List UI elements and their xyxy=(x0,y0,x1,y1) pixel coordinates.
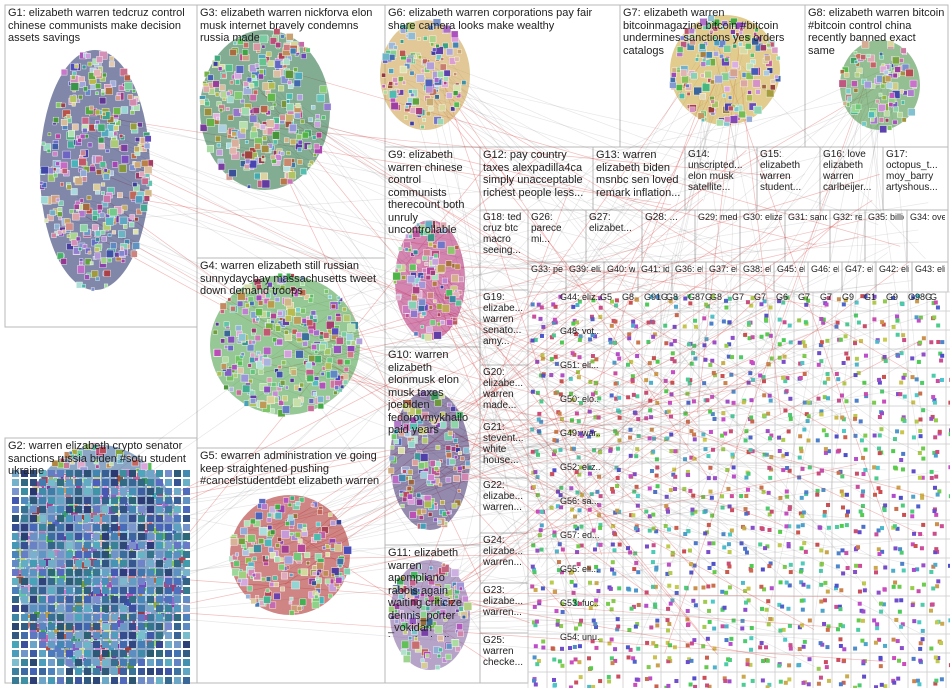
cluster-g2 xyxy=(15,442,188,675)
group-label-g2: G2: warren elizabeth crypto senator sanc… xyxy=(8,440,186,477)
group-label-g37: G37: eliza... xyxy=(709,264,737,274)
small-group-label: G98G xyxy=(908,292,933,302)
group-label-g1: G1: elizabeth warren tedcruz control chi… xyxy=(8,7,185,44)
group-label-g38: G38: eliza... xyxy=(743,264,771,274)
cluster-g3 xyxy=(199,28,332,190)
small-group-label: G51: eli... ho... xyxy=(560,360,600,370)
small-group-label: G8 xyxy=(710,292,723,302)
group-label-g42: G42: eliza... xyxy=(879,264,909,274)
small-group-label: G54: unu... xyxy=(560,632,600,642)
small-group-label: G57: ed... xyxy=(560,530,600,540)
group-label-g40: G40: warr... xyxy=(607,264,635,274)
group-label-g39: G39: eliza... xyxy=(569,264,601,274)
cluster-g7 xyxy=(669,14,781,127)
small-groups-grid xyxy=(527,291,950,688)
small-group-label: G7 xyxy=(798,292,811,302)
group-label-g22: G22: elizabe... warren... xyxy=(483,480,524,513)
group-label-g10: G10: warren elizabeth elonmusk elon musk… xyxy=(388,349,469,436)
cluster-g6 xyxy=(380,18,470,130)
small-group-label: G52: eliz... xyxy=(560,462,600,472)
group-label-g3: G3: elizabeth warren nickforva elon musk… xyxy=(200,7,373,44)
cluster-g11 xyxy=(388,560,473,670)
group-label-g8: G8: elizabeth warren bitcoin #bitcoin co… xyxy=(808,7,945,57)
group-label-g11: G11: elizabeth warren apompliano rabois … xyxy=(388,547,462,637)
group-label-g24: G24: elizabe... warren... xyxy=(483,535,524,568)
group-label-g47: G47: eliza... xyxy=(845,264,873,274)
group-label-g45: G45: eliza... xyxy=(777,264,805,274)
group-label-g46: G46: eliza... xyxy=(811,264,839,274)
group-label-g14: G14: unscripted... elon musk satellite..… xyxy=(688,149,743,193)
small-group-label: G9 xyxy=(842,292,855,302)
cluster-g4 xyxy=(210,272,363,418)
cluster-g10 xyxy=(387,390,472,530)
group-label-g26: G26: parece mi... xyxy=(531,212,562,245)
group-label-g32: G32: rep... xyxy=(833,212,862,222)
group-label-g20: G20: elizabe... warren made... xyxy=(483,367,524,411)
group-label-g30: G30: elizab... xyxy=(743,212,782,222)
group-label-g7: G7: elizabeth warren bitcoinmagazine bit… xyxy=(623,7,785,57)
small-group-label: G xyxy=(930,292,938,302)
small-group-label: G44: eliz... warr... xyxy=(560,292,600,302)
cluster-g8 xyxy=(838,40,920,134)
group-label-g13: G13: warren elizabeth biden msnbc sen lo… xyxy=(596,149,681,199)
small-group-label: G7 xyxy=(754,292,767,302)
group-label-g27: G27: elizabet... xyxy=(589,212,632,234)
small-group-label: G5 xyxy=(600,292,613,302)
small-group-label: G53: fuc... xyxy=(560,598,600,608)
small-group-label: G48: vot... xyxy=(560,326,600,336)
small-group-label: G1 xyxy=(864,292,877,302)
cluster-g9 xyxy=(392,220,465,342)
small-group-label: G8 xyxy=(666,292,679,302)
group-label-g5: G5: ewarren administration ve going keep… xyxy=(200,450,380,487)
small-group-label: G55: eli... xyxy=(560,564,599,574)
group-label-g18: G18: ted cruz btc macro seeing... xyxy=(483,212,522,256)
small-group-label: G7 xyxy=(732,292,745,302)
group-label-g34: G34: over... xyxy=(910,212,945,222)
group-label-g25: G25: warren checke... xyxy=(483,635,524,668)
group-label-g9: G9: elizabeth warren chinese control com… xyxy=(388,149,465,239)
group-label-g19: G19: elizabe... warren senato... amy... xyxy=(483,292,524,347)
group-label-g43: G43: eliza... xyxy=(915,264,945,274)
small-group-label: G6 xyxy=(776,292,789,302)
small-group-label: G50: elo... xyxy=(560,394,600,404)
small-group-label: G8 xyxy=(622,292,635,302)
cluster-g2-grid xyxy=(12,470,190,684)
group-label-g31: G31: sancti... xyxy=(788,212,827,222)
small-group-label: G56: sa... xyxy=(560,496,600,506)
edges xyxy=(62,42,939,667)
cluster-g1 xyxy=(39,50,154,292)
group-label-g41: G41: ideas xyxy=(641,264,669,274)
small-group-label: G49: war... ar... xyxy=(560,428,600,438)
group-label-g12: G12: pay country taxes alexpadilla4ca si… xyxy=(483,149,584,199)
small-group-label: G91G xyxy=(644,292,669,302)
group-label-g15: G15: elizabeth warren student... xyxy=(760,149,802,193)
group-label-g33: G33: people... xyxy=(531,264,563,274)
small-group-label: G7 xyxy=(820,292,833,302)
small-group-label: G87G xyxy=(688,292,713,302)
group-label-g17: G17: octopus_t... moy_barry artyshous... xyxy=(886,149,938,193)
group-label-g29: G29: medica... xyxy=(698,212,737,222)
cluster-g5 xyxy=(228,495,352,616)
small-group-label: G9 xyxy=(886,292,899,302)
group-label-g21: G21: stevent... white house... xyxy=(483,422,524,466)
group-label-g35: G35: billion... xyxy=(868,212,904,222)
group-label-g16: G16: love elizabeth warren carlbeijer... xyxy=(823,149,872,193)
group-label-g6: G6: elizabeth warren corporations pay fa… xyxy=(388,7,593,32)
group-label-g4: G4: warren elizabeth still russian sunny… xyxy=(200,260,377,297)
group-label-g23: G23: elizabe... warren... xyxy=(483,585,524,618)
group-label-g28: G28: ... xyxy=(645,212,678,223)
group-label-g36: G36: eliza... xyxy=(675,264,703,274)
